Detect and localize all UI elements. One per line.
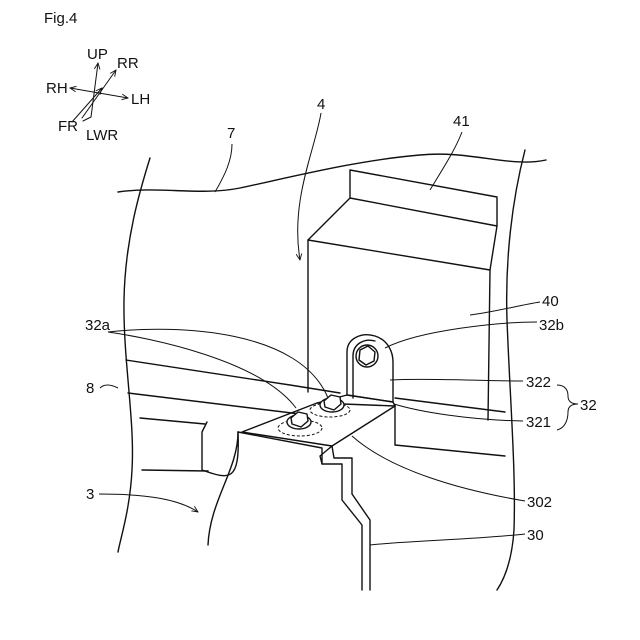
direction-rh-label: RH	[46, 80, 68, 97]
label-32a: 32a	[85, 317, 111, 334]
bolt-left	[287, 412, 311, 429]
label-41: 41	[453, 113, 470, 130]
direction-rr-label: RR	[117, 55, 139, 72]
reference-labels: 7 4 41 40 32a 32b 8 322 32 321 3 302 30	[85, 96, 597, 544]
direction-key: UP RR RH LH FR LWR	[46, 46, 150, 144]
direction-fr-label: FR	[58, 118, 78, 135]
label-7: 7	[227, 125, 235, 142]
figure-title: Fig.4	[44, 10, 77, 27]
direction-lwr-label: LWR	[86, 127, 118, 144]
label-30: 30	[527, 527, 544, 544]
side-member-3	[202, 422, 370, 590]
bolt-right	[320, 395, 344, 412]
bolt-upper	[356, 345, 378, 367]
direction-lh-label: LH	[131, 91, 150, 108]
leader-lines	[99, 113, 578, 545]
label-302: 302	[527, 494, 552, 511]
label-32: 32	[580, 397, 597, 414]
label-322: 322	[526, 374, 551, 391]
label-3: 3	[86, 486, 94, 503]
label-40: 40	[542, 293, 559, 310]
label-32b: 32b	[539, 317, 564, 334]
direction-up-label: UP	[87, 46, 108, 63]
label-8: 8	[86, 380, 94, 397]
label-321: 321	[526, 414, 551, 431]
bracket-32	[242, 335, 395, 464]
label-4: 4	[317, 96, 325, 113]
